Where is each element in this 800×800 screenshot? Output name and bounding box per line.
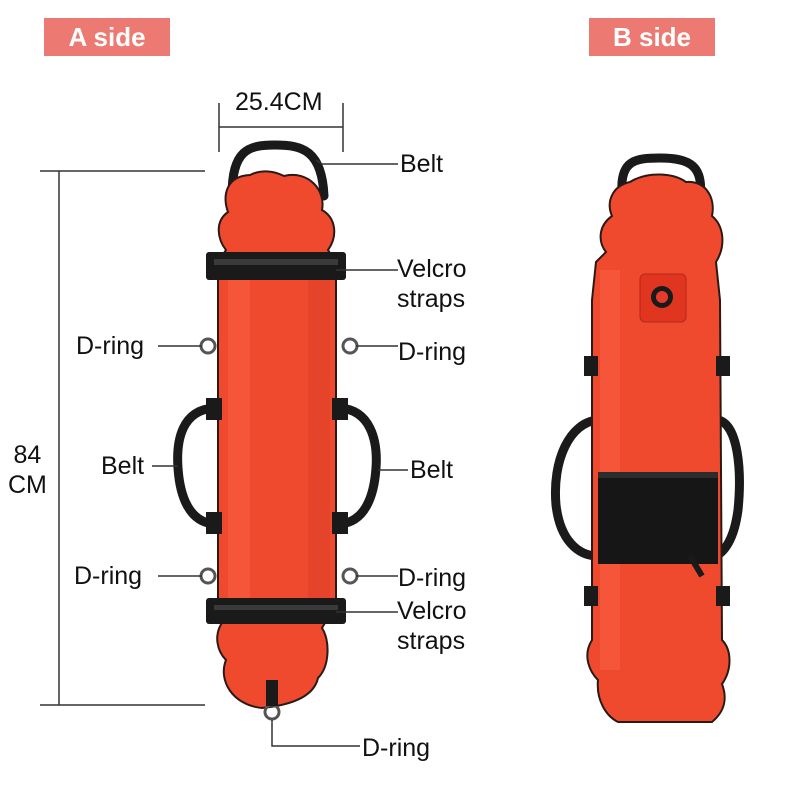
right-side-handle [339, 403, 381, 529]
velcro-strap-bottom [206, 598, 346, 624]
b-side-handle-right [713, 415, 744, 561]
b-side-handle [550, 415, 599, 561]
b-side-badge: B side [589, 18, 715, 56]
velcro-bottom-line1: Velcro [397, 597, 467, 625]
velcro-bottom-label: Velcro straps [397, 596, 466, 656]
height-unit: CM [8, 471, 47, 499]
d-ring-left-lower-label: D-ring [74, 562, 143, 590]
top-handle [227, 140, 329, 201]
d-ring-left-upper [199, 337, 217, 355]
velcro-strap-top [206, 252, 346, 280]
buoy-a-side [173, 140, 381, 721]
b-pocket [598, 472, 718, 564]
belt-right-label: Belt [410, 456, 454, 484]
width-label: 25.4CM [235, 88, 323, 116]
velcro-bottom-line2: straps [397, 627, 466, 655]
height-value: 84 [13, 441, 42, 469]
a-side-badge: A side [44, 18, 170, 56]
d-ring-right-upper [341, 337, 359, 355]
d-ring-left-upper-label: D-ring [76, 332, 145, 360]
leader-lines [152, 159, 408, 747]
left-side-handle [173, 403, 215, 529]
buoy-b-side [550, 153, 744, 723]
width-dimension-line [218, 103, 344, 152]
velcro-top-line2: straps [397, 285, 466, 313]
d-ring-right-lower-label: D-ring [398, 564, 467, 592]
d-ring-bottom-label: D-ring [362, 734, 431, 762]
height-dimension-line [40, 170, 205, 706]
buoy-body [216, 170, 337, 710]
belt-left-label: Belt [101, 452, 145, 480]
velcro-top-label: Velcro straps [397, 254, 466, 314]
d-ring-left-lower [199, 567, 217, 585]
belt-top-label: Belt [400, 150, 444, 178]
d-ring-right-upper-label: D-ring [398, 338, 467, 366]
b-top-handle [617, 153, 706, 203]
height-label: 84 CM [8, 440, 47, 500]
velcro-top-line1: Velcro [397, 255, 467, 283]
d-ring-right-lower [341, 567, 359, 585]
b-buoy-body [586, 173, 731, 723]
